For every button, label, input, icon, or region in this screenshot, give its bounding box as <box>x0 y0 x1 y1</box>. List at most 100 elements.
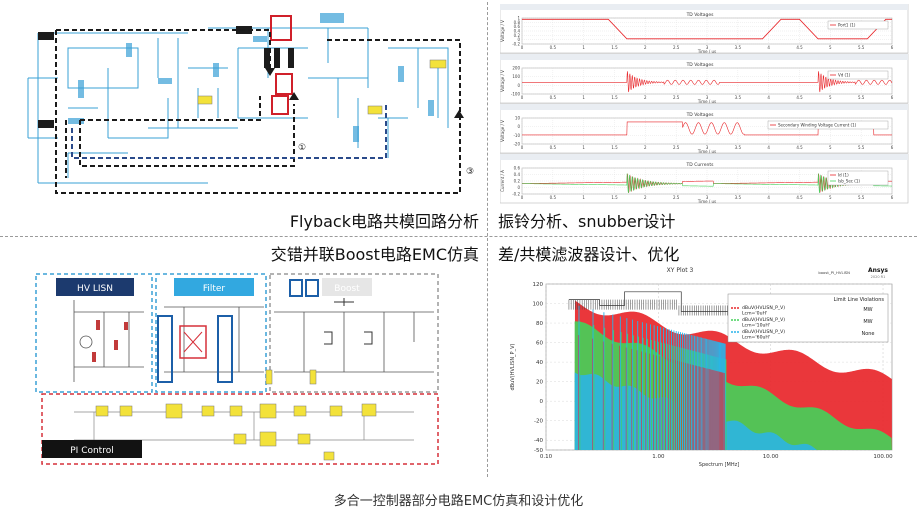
spectrum-xtick: 0.10 <box>540 454 553 460</box>
waveform-ytick: 100 <box>512 74 520 79</box>
waveform-xtick: 6 <box>891 145 894 150</box>
waveform-title: TD Currents <box>686 162 715 168</box>
waveform-ytick: 0 <box>517 124 520 129</box>
waveform-xtick: 4.5 <box>796 95 803 100</box>
pi-control-label: PI Control <box>70 446 113 456</box>
pi-control-header <box>42 440 142 458</box>
waveform-xlabel: Time / us <box>697 49 716 54</box>
boost-label: Boost <box>334 284 360 294</box>
spectrum-ytick: 0 <box>540 399 544 405</box>
waveform-legend-label: Isb_Sec (1) <box>838 179 860 184</box>
waveform-legend-label: Secondary Winding Voltage Current (1) <box>778 123 857 128</box>
waveform-xtick: 2 <box>644 195 647 200</box>
waveform-ytick: 0.2 <box>514 179 521 184</box>
caption-flyback: Flyback电路共模回路分析 <box>289 212 479 231</box>
waveform-xtick: 6 <box>891 45 894 50</box>
waveform-panel-header <box>500 104 908 110</box>
caption-boost: 交错并联Boost电路EMC仿真 <box>270 245 479 264</box>
waveform-xtick: 5 <box>829 145 832 150</box>
waveform-xtick: 2 <box>644 145 647 150</box>
waveform-xtick: 1.5 <box>611 145 618 150</box>
spectrum-ytick: -40 <box>534 438 543 444</box>
waveform-ytick: -100 <box>511 92 521 97</box>
legend-violation: MW <box>863 307 872 313</box>
waveform-xtick: 3 <box>706 195 709 200</box>
waveform-xtick: 0 <box>521 45 524 50</box>
waveform-trace <box>522 71 893 93</box>
spectrum-ytick: 80 <box>536 321 543 327</box>
waveform-ytick: -0.2 <box>512 42 520 47</box>
waveform-xtick: 5.5 <box>858 95 865 100</box>
waveform-ylabel: Voltage / V <box>500 20 505 42</box>
waveform-ytick: 0.4 <box>514 172 521 177</box>
waveform-panel-header <box>500 4 908 10</box>
spectrum-xlabel: Spectrum [MHz] <box>699 462 739 468</box>
waveform-xtick: 5 <box>829 95 832 100</box>
caption-snubber: 振铃分析、snubber设计 <box>498 212 676 231</box>
waveform-xtick: 1 <box>582 45 585 50</box>
waveform-title: TD Voltages <box>686 62 715 68</box>
waveform-xtick: 5.5 <box>858 145 865 150</box>
waveform-xtick: 4.5 <box>796 45 803 50</box>
filter-label: Filter <box>203 284 226 294</box>
waveform-legend-label: Port1 (1) <box>838 23 856 28</box>
figure-caption: 多合一控制器部分电路EMC仿真和设计优化 <box>333 494 584 509</box>
waveform-xtick: 0 <box>521 95 524 100</box>
waveform-xlabel: Time / us <box>697 149 716 154</box>
legend-series-param: Lcm='10uH' <box>742 323 770 329</box>
waveform-trace <box>521 173 893 194</box>
waveform-trace <box>521 173 893 193</box>
waveform-xtick: 6 <box>891 95 894 100</box>
spectrum-ylabel: dBuV(HVLISN_P_V) <box>510 344 516 391</box>
waveform-legend <box>767 120 889 130</box>
spectrum-ytick: -50 <box>534 448 543 454</box>
waveform-xtick: 5 <box>829 195 832 200</box>
waveform-legend-label: Id (1) <box>838 173 849 178</box>
waveform-legend <box>827 170 889 186</box>
waveform-legend <box>827 70 889 80</box>
waveform-xtick: 1.5 <box>611 45 618 50</box>
waveform-xtick: 2.5 <box>673 45 680 50</box>
waveform-ytick: 0.4 <box>514 29 521 34</box>
loop-mark-3: ③ <box>466 167 474 177</box>
hv-lisn-label: HV LISN <box>77 284 113 294</box>
spectrum-ytick: 100 <box>533 302 544 308</box>
legend-series-param: Lcm='60uH' <box>742 335 770 341</box>
legend-series-name: dBuV(HVLISN_P_V) <box>742 305 785 311</box>
waveform-panel-header <box>500 54 908 60</box>
waveform-xtick: 4.5 <box>796 145 803 150</box>
legend-header: Limit Line Violations <box>834 297 885 303</box>
waveform-xtick: 4 <box>767 195 770 200</box>
spectrum-xtick: 1.00 <box>652 454 665 460</box>
waveform-xtick: 5.5 <box>858 195 865 200</box>
waveform-ytick: 0.8 <box>514 20 521 25</box>
waveform-xtick: 1 <box>582 195 585 200</box>
waveform-xtick: 3 <box>706 45 709 50</box>
waveform-xtick: 4 <box>767 95 770 100</box>
limit-line <box>568 291 825 312</box>
waveform-xtick: 2.5 <box>673 95 680 100</box>
spectrum-ytick: 120 <box>533 282 544 288</box>
waveform-xtick: 3.5 <box>735 145 742 150</box>
waveform-ylabel: Current / A <box>500 170 505 192</box>
waveform-xtick: 3 <box>706 95 709 100</box>
hv-lisn-header <box>56 278 134 296</box>
spectrum-ytick: 20 <box>536 380 543 386</box>
waveform-xtick: 3.5 <box>735 195 742 200</box>
waveform-xtick: 2 <box>644 95 647 100</box>
waveform-ytick: 0.2 <box>514 33 521 38</box>
waveform-xlabel: Time / us <box>697 99 716 104</box>
legend-violation: MW <box>863 319 872 325</box>
legend-series-name: dBuV(HVLISN_P_V) <box>742 317 785 323</box>
spectrum-ytick: 60 <box>536 341 543 347</box>
waveform-legend-label: Vd (1) <box>838 73 851 78</box>
quadrant-divider-horizontal <box>0 236 917 237</box>
spectrum-design-label: boost_PI_HVLISN <box>818 270 850 275</box>
waveform-xtick: 2 <box>644 45 647 50</box>
boost-header <box>322 278 372 296</box>
waveform-ytick: 0 <box>517 83 520 88</box>
waveform-xlabel: Time / us <box>697 199 716 204</box>
waveform-title: TD Voltages <box>686 112 715 118</box>
waveform-panel-header <box>500 154 908 160</box>
waveform-ytick: 10 <box>515 116 521 121</box>
